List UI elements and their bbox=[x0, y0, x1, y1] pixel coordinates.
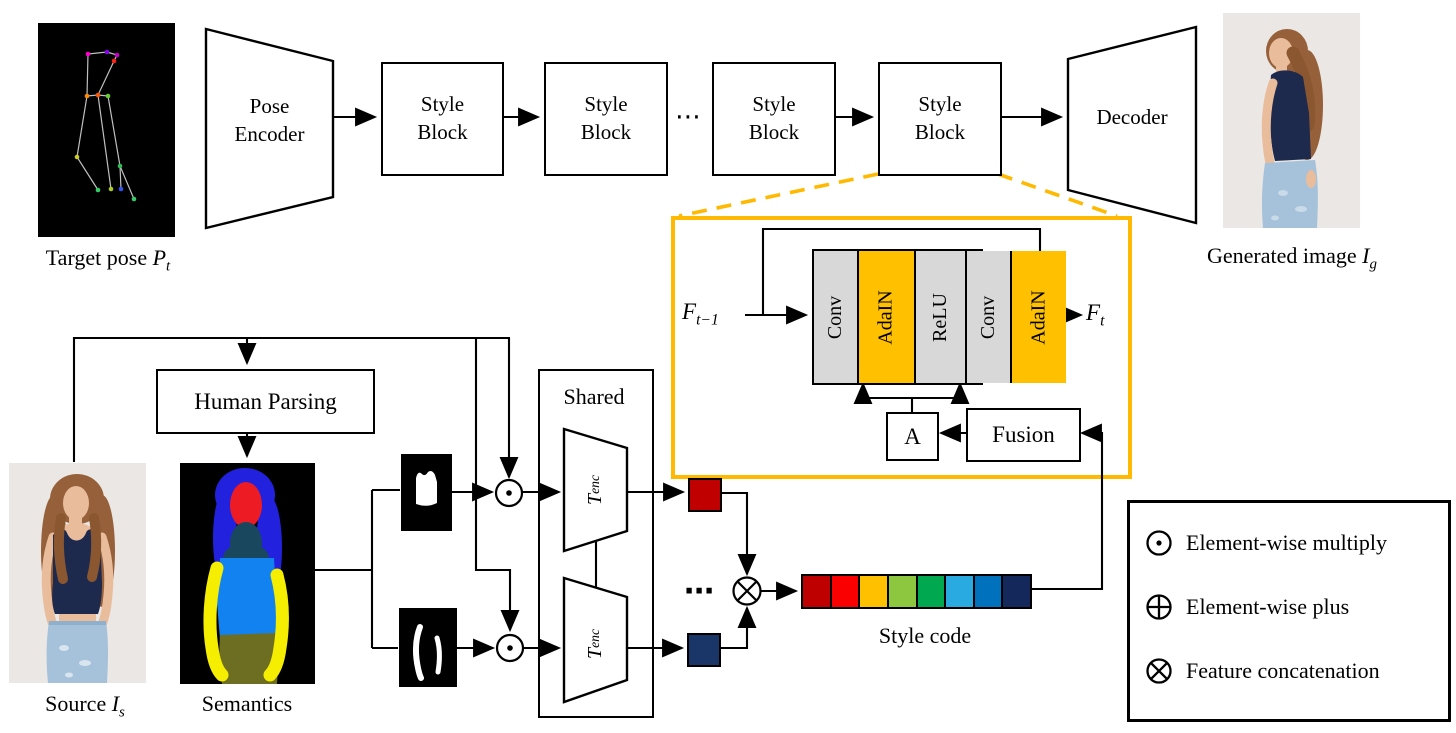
tenc-bottom-shape bbox=[562, 576, 629, 704]
style-block-detail-box bbox=[671, 216, 1132, 479]
style-code-cell bbox=[972, 576, 1002, 607]
style-block-3: Style Block bbox=[712, 62, 836, 176]
legend-item-plus: Element-wise plus bbox=[1130, 589, 1448, 625]
source-image bbox=[9, 463, 146, 683]
ft-label: Ft bbox=[1086, 300, 1105, 330]
style-code-strip bbox=[801, 574, 1032, 609]
generated-image-label: Generated image Ig bbox=[1207, 243, 1377, 273]
target-pose-label: Target pose Pt bbox=[45, 245, 171, 275]
legend-item-concat: Feature concatenation bbox=[1130, 653, 1448, 689]
tenc-top-shape bbox=[562, 427, 629, 553]
legend-item-multiply: Element-wise multiply bbox=[1130, 525, 1448, 561]
navy-feature-token bbox=[687, 633, 721, 667]
style-block-1: Style Block bbox=[381, 62, 504, 176]
style-code-cell bbox=[944, 576, 973, 607]
otimes-icon bbox=[732, 576, 762, 606]
conv-layer-1: Conv bbox=[814, 251, 858, 383]
red-feature-token bbox=[688, 478, 722, 512]
decoder-shape bbox=[1066, 25, 1198, 225]
style-code-label: Style code bbox=[878, 623, 972, 648]
human-parsing-box: Human Parsing bbox=[156, 369, 375, 434]
adain-layer-1: AdaIN bbox=[857, 251, 914, 383]
garment-mask-image bbox=[401, 454, 452, 531]
arms-mask-image bbox=[399, 608, 457, 687]
tokens-ellipsis: ⋯ bbox=[684, 573, 714, 609]
style-code-cell bbox=[803, 576, 830, 607]
oplus-icon bbox=[1146, 594, 1172, 620]
style-code-cell bbox=[829, 576, 859, 607]
odot-top-icon bbox=[494, 478, 524, 508]
style-code-cell bbox=[1001, 576, 1030, 607]
relu-layer: ReLU bbox=[913, 251, 965, 383]
odot-icon bbox=[1146, 530, 1172, 556]
pipeline-ellipsis: ⋯ bbox=[675, 102, 701, 132]
legend-box: Element-wise multiply Element-wise plus … bbox=[1127, 500, 1451, 722]
zoom-dashed-lines bbox=[678, 172, 1118, 218]
semantics-map bbox=[180, 463, 315, 684]
style-code-cell bbox=[915, 576, 945, 607]
ft-minus-1-label: Ft−1 bbox=[682, 299, 719, 329]
conv-adain-stack: Conv AdaIN ReLU Conv AdaIN bbox=[812, 249, 1067, 385]
style-code-cell bbox=[858, 576, 887, 607]
pose-encoder-shape bbox=[204, 27, 335, 230]
style-block-4: Style Block bbox=[878, 62, 1002, 176]
style-block-2: Style Block bbox=[544, 62, 668, 176]
odot-bottom-icon bbox=[495, 633, 525, 663]
target-pose-image bbox=[38, 23, 175, 237]
shared-label: Shared bbox=[563, 384, 625, 409]
style-code-cell bbox=[886, 576, 916, 607]
adain-layer-2: AdaIN bbox=[1010, 251, 1067, 383]
source-image-label: Source Is bbox=[45, 691, 125, 721]
decoder-label: Decoder bbox=[1096, 105, 1168, 130]
conv-layer-2: Conv bbox=[964, 251, 1011, 383]
a-box: A bbox=[886, 412, 939, 461]
otimes-icon bbox=[1146, 658, 1172, 684]
fusion-box: Fusion bbox=[966, 408, 1081, 462]
shared-box bbox=[538, 369, 654, 718]
semantics-label: Semantics bbox=[201, 691, 293, 716]
generated-image bbox=[1223, 13, 1360, 228]
pose-encoder-label: Pose Encoder bbox=[234, 94, 305, 146]
